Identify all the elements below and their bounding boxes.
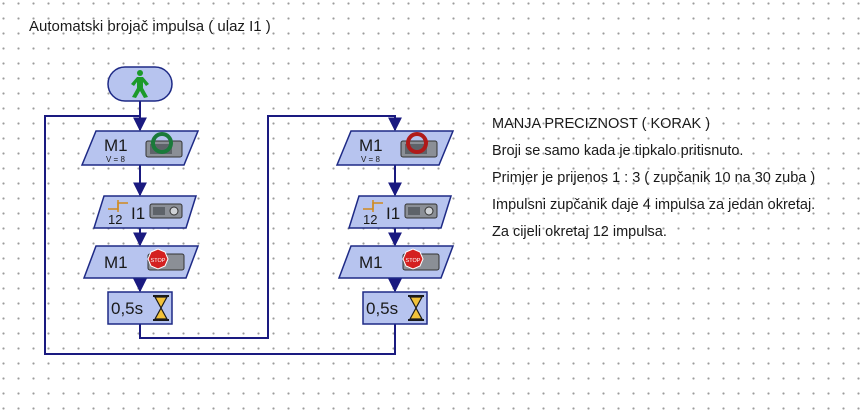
delay-time: 0,5s (366, 299, 398, 318)
delay-time: 0,5s (111, 299, 143, 318)
motor-stop-block-left[interactable]: M1 STOP (82, 245, 200, 279)
counter-input: I1 (386, 204, 400, 223)
motor-stop-block-right[interactable]: M1 STOP (337, 245, 455, 279)
svg-text:STOP: STOP (151, 258, 166, 264)
motor-name: M1 (359, 253, 383, 272)
flow-connections (44, 101, 402, 355)
pulse-edge-icon (108, 200, 128, 212)
motor-name: M1 (359, 136, 383, 155)
motor-on-block-right[interactable]: M1 V = 8 (335, 130, 455, 166)
pulse-counter-icon (149, 203, 183, 219)
delay-block-right[interactable]: 0,5s (362, 291, 428, 325)
delay-block-left[interactable]: 0,5s (107, 291, 173, 325)
motor-on-block-left[interactable]: M1 V = 8 (80, 130, 200, 166)
program-title: Automatski brojač impulsa ( ulaz I1 ) (29, 18, 271, 35)
note-line: Primjer je prijenos 1 : 3 ( zupčanik 10 … (492, 170, 816, 186)
counter-count: 12 (108, 212, 122, 227)
motor-speed: V = 8 (106, 155, 125, 164)
motor-cw-icon (400, 132, 438, 158)
motor-name: M1 (104, 136, 128, 155)
pulse-counter-icon (404, 203, 438, 219)
start-man-icon (131, 70, 149, 98)
motor-ccw-icon (145, 132, 183, 158)
hourglass-icon (153, 295, 169, 321)
counter-input: I1 (131, 204, 145, 223)
comment-text-block: MANJA PRECIZNOST ( KORAK ) Broji se samo… (492, 115, 815, 250)
counter-block-right[interactable]: 12 I1 (347, 195, 453, 229)
pulse-edge-icon (363, 200, 383, 212)
start-block[interactable] (107, 66, 173, 102)
note-line: Za cijeli okretaj 12 impulsa. (492, 224, 667, 240)
svg-text:STOP: STOP (406, 258, 421, 264)
counter-block-left[interactable]: 12 I1 (92, 195, 198, 229)
hourglass-icon (408, 295, 424, 321)
motor-speed: V = 8 (361, 155, 380, 164)
stop-sign-icon: STOP (147, 248, 185, 271)
motor-name: M1 (104, 253, 128, 272)
note-line: Impulsni zupčanik daje 4 impulsa za jeda… (492, 197, 816, 213)
note-line: Broji se samo kada je tipkalo pritisnuto… (492, 143, 744, 159)
note-line: MANJA PRECIZNOST ( KORAK ) (492, 116, 711, 132)
counter-count: 12 (363, 212, 377, 227)
stop-sign-icon: STOP (402, 248, 440, 271)
